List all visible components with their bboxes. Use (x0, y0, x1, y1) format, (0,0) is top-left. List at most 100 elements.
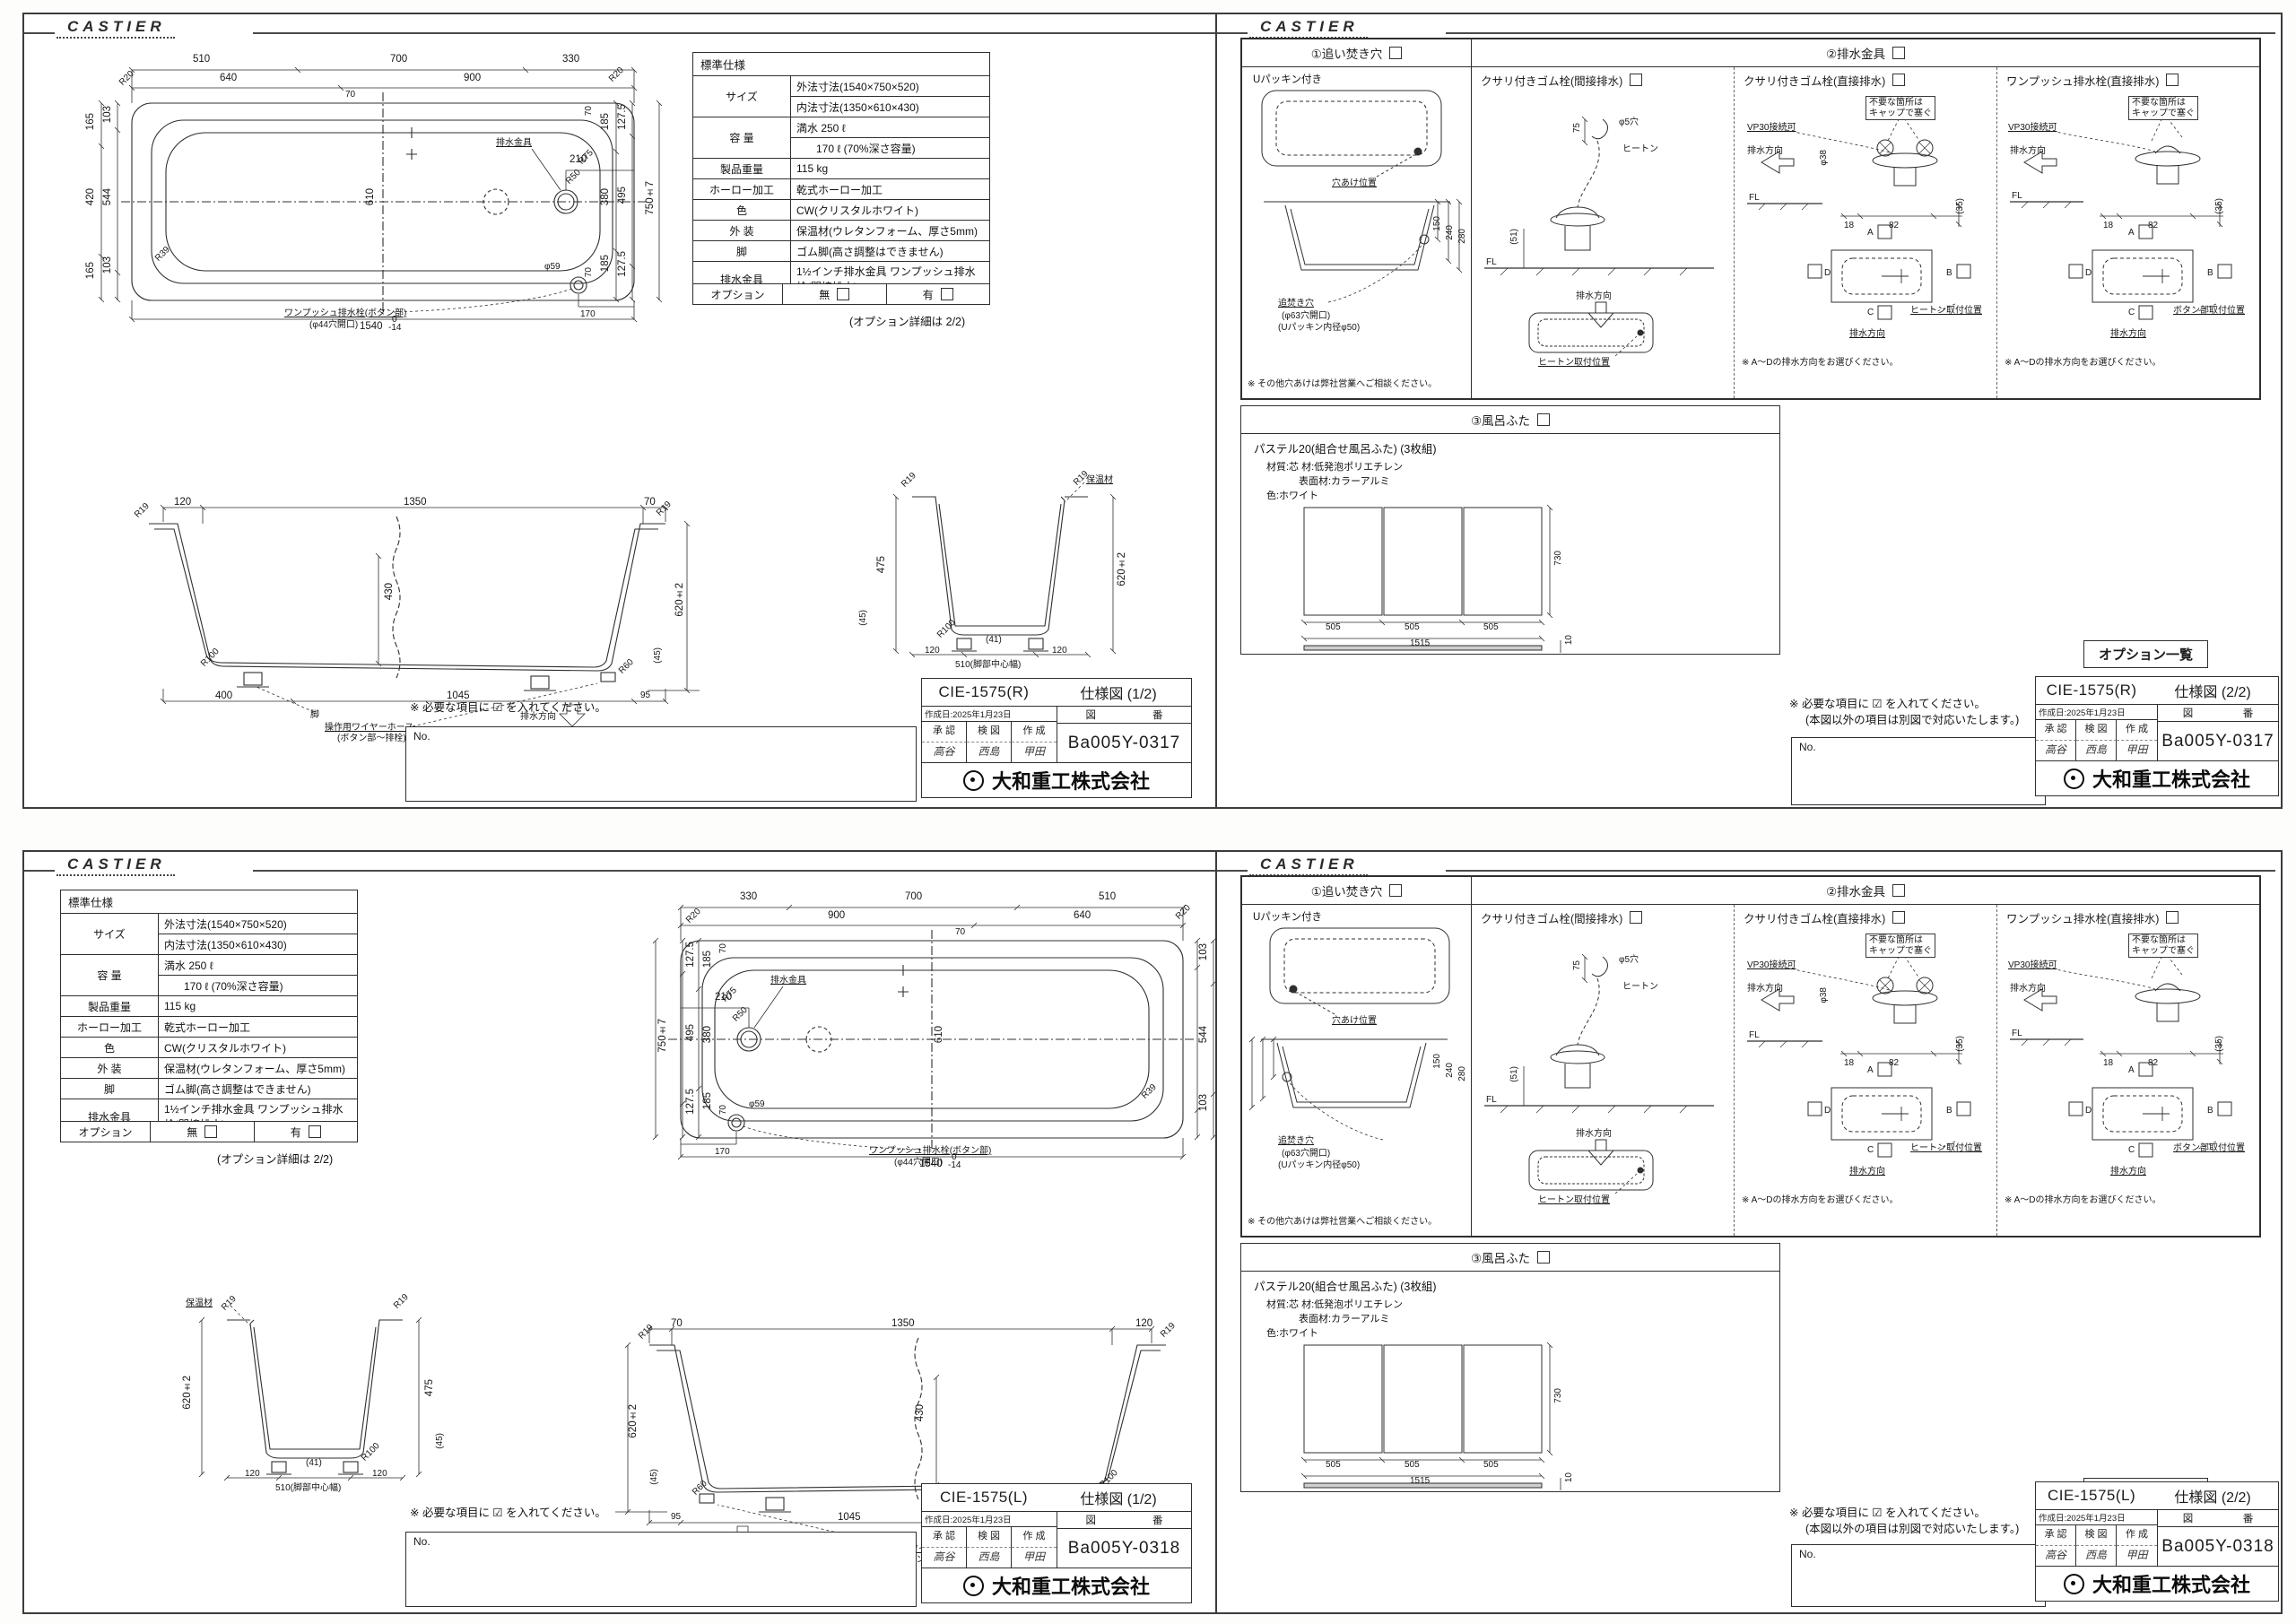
dim-label: 操作用ワイヤーホース (325, 723, 414, 733)
dim-label: ヒートン取付位置 (1910, 306, 1982, 316)
dim-label: 1515 (1410, 638, 1431, 648)
drawing-no-label-2: 番 (1152, 1515, 1163, 1526)
spec-weight-label: 製品重量 (60, 995, 159, 1017)
lid-material-surface: 表面材:カラーアルミ (1299, 476, 1390, 487)
dim-label: 1350 (891, 1318, 915, 1329)
spec-weight: 115 kg (158, 995, 358, 1017)
dim-label: 70 (644, 497, 656, 508)
option-label: オプション (59, 1121, 152, 1142)
dim-label: φ5穴 (1619, 955, 1639, 965)
drawing-no-label-2: 番 (2242, 708, 2254, 719)
title-block: CIE-1575(R) 仕様図 (2/2) 作成日:2025年1月23日 承 認… (2035, 676, 2279, 796)
dim-label: FL (1749, 193, 1760, 203)
dim-label: 730 (1553, 1388, 1563, 1403)
model-number: CIE-1575(L) (2048, 1487, 2136, 1504)
spec-color-label: 色 (60, 1037, 159, 1058)
spec-size-label: サイズ (60, 913, 159, 955)
dim-label: 不要な箇所は キャップで塞ぐ (2128, 934, 2198, 958)
dim-label: D (2085, 1106, 2092, 1116)
dim-label: 640 (220, 73, 238, 83)
create-signature: 甲田 (2117, 1544, 2157, 1567)
dim-label: 700 (390, 54, 408, 65)
lid-name: パステル20(組合せ風呂ふた) (3枚組) (1254, 1281, 1437, 1293)
lid-color: 色:ホワイト (1266, 1328, 1319, 1339)
dim-label: (35) (1955, 1036, 1965, 1052)
dim-label: 10 (1564, 1472, 1574, 1483)
dim-label: B (2207, 268, 2213, 278)
dim-label: ※ A〜Dの排水方向をお選びください。 (1742, 1195, 1899, 1205)
model-number: CIE-1575(R) (938, 683, 1030, 700)
check-items-note: ※ 必要な項目に ☑ を入れてください。 (1789, 698, 1986, 710)
dim-label: (45) (858, 610, 868, 626)
dim-label: B (1946, 268, 1952, 278)
dim-label: 82 (1889, 1058, 1900, 1068)
dim-label: 620±2 (182, 1376, 193, 1410)
checkbox-icon (1892, 74, 1906, 86)
dim-label: 保温材 (186, 1298, 213, 1308)
dim-label: 127.5 (685, 942, 696, 968)
spec-size-outer: 外法寸法(1540×750×520) (158, 913, 358, 934)
dim-label: 510 (1099, 891, 1117, 902)
dim-label: 18 (1844, 1058, 1855, 1068)
dim-label: Uパッキン付き (1253, 912, 1322, 923)
dim-label: 640 (1074, 910, 1091, 921)
spec-table: 標準仕様 サイズ 外法寸法(1540×750×520) 内法寸法(1350×61… (692, 52, 990, 297)
dim-label: 不要な箇所は キャップで塞ぐ (2128, 96, 2198, 120)
drawing-no-label-1: 図 (1085, 710, 1097, 721)
dim-label: 120 (1052, 646, 1067, 656)
model-number: CIE-1575(R) (2046, 682, 2137, 699)
dim-label: φ5穴 (1619, 117, 1639, 127)
dim-label: (45) (649, 1469, 659, 1485)
create-signature: 甲田 (1012, 1546, 1057, 1568)
dim-label: 排水金具 (770, 976, 806, 986)
dim-label: 510(脚部中心幅) (955, 660, 1022, 670)
dim-label: A (2128, 228, 2135, 238)
checkbox-icon (204, 1125, 218, 1138)
checkbox-icon (2166, 911, 2179, 924)
dim-label: 430 (915, 1404, 926, 1422)
drawing-no-label-1: 図 (2182, 1514, 2194, 1524)
dim-label: C (1867, 308, 1874, 317)
dim-label: ワンプッシュ排水栓(ボタン部) (284, 308, 407, 318)
dim-label: (φ63穴開口) (1282, 1149, 1331, 1159)
dim-label: (φ44穴開口) (894, 1158, 944, 1168)
dim-label: 420 (85, 188, 96, 206)
check-label: 検 図 (2076, 720, 2117, 740)
dim-label: 120 (245, 1469, 260, 1479)
dim-label: 1045 (838, 1512, 861, 1523)
approve-label: 承 認 (922, 722, 967, 742)
option-row: オプション 無 有 (691, 283, 991, 305)
dim-label: 75 (1572, 960, 1582, 971)
dim-label: VP30接続可 (1747, 123, 1796, 133)
dim-label: 185 (600, 255, 611, 273)
dim-label: 103 (102, 106, 113, 124)
dim-label: 排水方向 (1849, 1167, 1885, 1177)
dim-label: -14 (388, 323, 402, 333)
dim-label: 排水方向 (1576, 1129, 1612, 1139)
check-items-note-2: (本図以外の項目は別図で対応いたします。) (1805, 714, 2020, 726)
spec-table-title: 標準仕様 (692, 52, 990, 76)
header-rule (1446, 870, 2275, 872)
drawing-number: Ba005Y-0317 (1067, 733, 1181, 752)
reheat-hole-header: ①追い焚き穴 (1310, 48, 1383, 61)
title-block: CIE-1575(R) 仕様図 (1/2) 作成日:2025年1月23日 承 認… (921, 678, 1192, 798)
dim-label: VP30接続可 (2008, 960, 2057, 970)
created-date: 作成日:2025年1月23日 (922, 707, 1057, 722)
spec-exterior: 保温材(ウレタンフォーム、厚さ5mm) (158, 1057, 358, 1079)
dim-label: D (2085, 268, 2092, 278)
dim-label: 330 (562, 54, 580, 65)
check-signature: 西島 (2076, 1544, 2117, 1566)
dim-label: FL (1486, 257, 1497, 267)
spec-color-label: 色 (692, 199, 791, 221)
dim-label: A (1867, 1065, 1874, 1075)
dim-label: (Uパッキン内径φ50) (1278, 1160, 1361, 1170)
